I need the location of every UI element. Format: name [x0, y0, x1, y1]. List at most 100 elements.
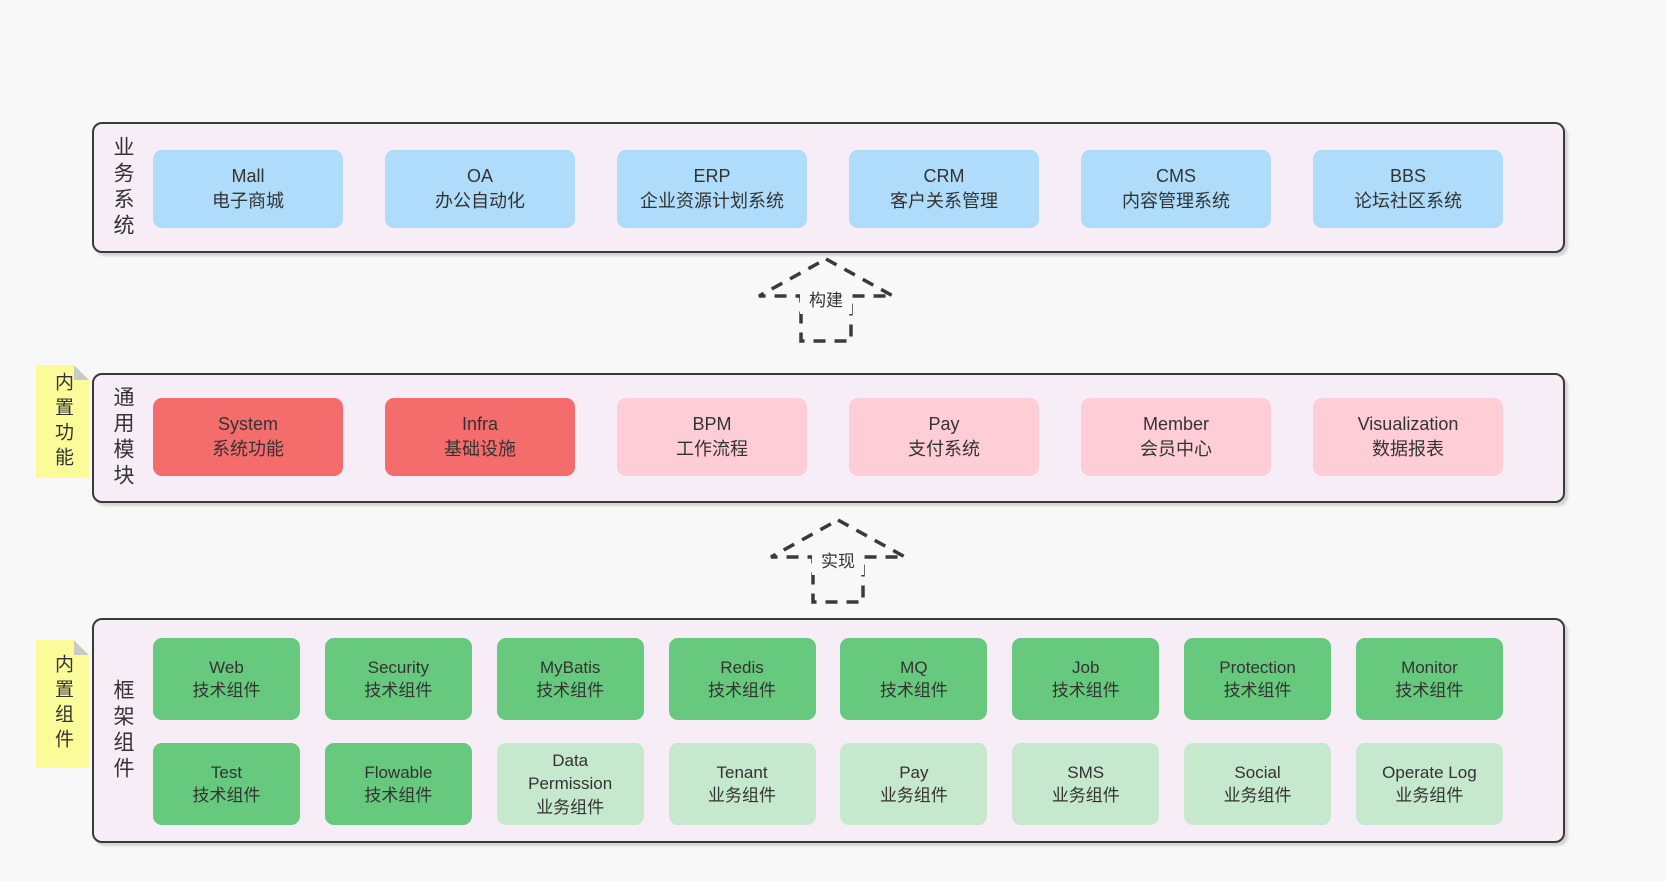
tag-label: 内置组件 [52, 654, 73, 754]
box-bpm: BPM 工作流程 [617, 398, 807, 476]
layer-label-modules: 通用模块 [111, 386, 134, 490]
box-pay-module: Pay 支付系统 [849, 398, 1039, 476]
box-desc: 技术组件 [1223, 681, 1292, 700]
box-desc: 技术组件 [364, 786, 433, 805]
arrow-label-bg [812, 546, 864, 575]
box-name: SMS [1067, 762, 1105, 782]
box-name: Flowable [364, 762, 433, 782]
box-web: Web 技术组件 [153, 638, 300, 720]
box-name: Operate Log [1382, 762, 1477, 782]
box-test: Test 技术组件 [153, 743, 300, 825]
box-name: BPM [692, 414, 732, 435]
sticky-tag-built-in-components: 内置组件 [36, 640, 89, 768]
box-name: Infra [461, 414, 499, 435]
folded-corner-icon [74, 365, 89, 380]
box-desc: 电子商城 [212, 191, 284, 211]
box-name: ERP [693, 166, 731, 187]
box-social: Social 业务组件 [1184, 743, 1332, 825]
box-name: Mall [231, 166, 265, 187]
box-visualization: Visualization 数据报表 [1313, 398, 1503, 476]
box-desc: 数据报表 [1372, 439, 1444, 459]
box-oa: OA 办公自动化 [385, 150, 575, 228]
business-box-row: Mall 电子商城 OA 办公自动化 ERP 企业资源计划系统 CRM 客户关系… [153, 150, 1503, 228]
box-desc: 支付系统 [908, 439, 980, 459]
box-desc: 业务组件 [708, 786, 777, 805]
box-crm: CRM 客户关系管理 [849, 150, 1039, 228]
box-desc: 技术组件 [192, 681, 261, 700]
box-mq: MQ 技术组件 [840, 638, 988, 720]
box-desc: 企业资源计划系统 [640, 191, 784, 211]
box-name: System [217, 414, 278, 435]
box-name: Redis [720, 657, 764, 677]
box-name: CMS [1156, 166, 1196, 187]
box-desc: 业务组件 [1223, 786, 1292, 805]
arrow-label: 实现 [821, 552, 855, 571]
box-name: MyBatis [539, 657, 601, 677]
box-desc: 技术组件 [536, 681, 605, 700]
box-name: Tenant [716, 762, 768, 782]
box-desc: 工作流程 [676, 439, 748, 459]
box-desc: 内容管理系统 [1122, 191, 1230, 211]
box-name: Job [1072, 657, 1100, 677]
box-data-permission: Data Permission 业务组件 [496, 743, 644, 825]
build-arrow: 构建 [758, 257, 894, 343]
box-desc: 业务组件 [536, 797, 605, 817]
tag-label: 内置功能 [52, 371, 73, 472]
layer-common-modules: 通用模块 System 系统功能 Infra 基础设施 BPM 工作流程 Pay… [92, 373, 1565, 503]
box-desc: 技术组件 [879, 681, 948, 700]
box-desc: 技术组件 [192, 786, 261, 805]
arrow-label-bg [800, 285, 852, 314]
box-name: Visualization [1357, 414, 1459, 435]
box-name: Pay [899, 762, 929, 782]
layer-business-systems: 业务系统 Mall 电子商城 OA 办公自动化 ERP 企业资源计划系统 CRM… [92, 122, 1565, 253]
box-monitor: Monitor 技术组件 [1355, 638, 1503, 720]
box-desc: 技术组件 [1395, 681, 1464, 700]
framework-box-row-1: Web 技术组件 Security 技术组件 MyBatis 技术组件 Redi… [153, 638, 1503, 720]
box-desc: 基础设施 [444, 439, 516, 459]
box-bbs: BBS 论坛社区系统 [1313, 150, 1503, 228]
box-infra: Infra 基础设施 [385, 398, 575, 476]
box-pay-component: Pay 业务组件 [840, 743, 988, 825]
framework-box-row-2: Test 技术组件 Flowable 技术组件 Data Permission … [153, 743, 1503, 825]
box-desc: 业务组件 [1395, 786, 1464, 805]
box-name: Social [1234, 762, 1281, 782]
box-name: Monitor [1401, 657, 1458, 677]
box-tenant: Tenant 业务组件 [668, 743, 816, 825]
implement-arrow: 实现 [770, 518, 906, 604]
box-name: Security [367, 657, 430, 677]
box-name: Member [1142, 414, 1209, 435]
box-mybatis: MyBatis 技术组件 [496, 638, 644, 720]
box-desc: 业务组件 [879, 786, 948, 805]
box-desc: 技术组件 [708, 681, 777, 700]
box-sms: SMS 业务组件 [1012, 743, 1160, 825]
box-desc: 论坛社区系统 [1354, 191, 1462, 211]
box-protection: Protection 技术组件 [1184, 638, 1332, 720]
box-redis: Redis 技术组件 [668, 638, 816, 720]
box-desc: 业务组件 [1051, 786, 1120, 805]
box-desc: 会员中心 [1140, 439, 1212, 459]
layer-framework-components: 框架组件 Web 技术组件 Security 技术组件 MyBatis 技术组件… [92, 618, 1565, 843]
box-name: Test [210, 762, 243, 782]
box-name: Data Permission [528, 750, 613, 794]
box-desc: 技术组件 [364, 681, 433, 700]
box-name: MQ [900, 657, 928, 677]
box-name: Pay [928, 414, 960, 435]
box-security: Security 技术组件 [324, 638, 472, 720]
box-name: Web [209, 657, 244, 677]
sticky-tag-built-in-features: 内置功能 [36, 365, 89, 478]
modules-box-row: System 系统功能 Infra 基础设施 BPM 工作流程 Pay 支付系统… [153, 398, 1503, 476]
box-member: Member 会员中心 [1081, 398, 1271, 476]
box-cms: CMS 内容管理系统 [1081, 150, 1271, 228]
box-desc: 技术组件 [1051, 681, 1120, 700]
box-name: BBS [1389, 166, 1427, 187]
box-operate-log: Operate Log 业务组件 [1355, 743, 1503, 825]
folded-corner-icon [74, 640, 89, 655]
box-job: Job 技术组件 [1012, 638, 1160, 720]
box-desc: 客户关系管理 [890, 191, 998, 211]
layer-label-business: 业务系统 [111, 135, 134, 240]
layer-label-framework: 框架组件 [111, 678, 134, 783]
arrow-label: 构建 [809, 291, 843, 310]
box-desc: 系统功能 [212, 439, 284, 459]
box-mall: Mall 电子商城 [153, 150, 343, 228]
box-name: CRM [923, 166, 965, 187]
